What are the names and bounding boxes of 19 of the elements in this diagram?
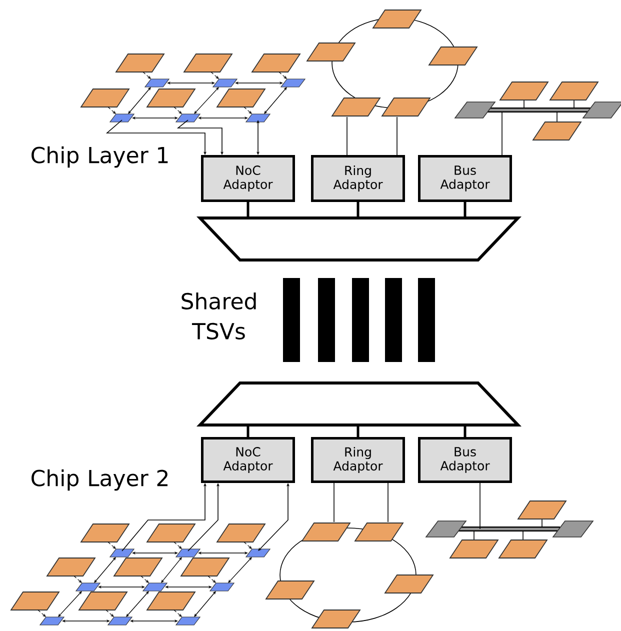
adaptor-box: Ring Adaptor: [311, 437, 405, 483]
layer-label: Shared TSVs: [182, 292, 256, 340]
connector: [396, 116, 398, 156]
adaptor-box: Bus Adaptor: [418, 155, 512, 202]
connector: [356, 425, 360, 437]
layer-label: Chip Layer 1: [32, 146, 168, 168]
adaptor-box: NoC Adaptor: [201, 155, 295, 202]
connector: [256, 120, 260, 155]
adaptor-box: NoC Adaptor: [201, 437, 295, 483]
connector: [106, 120, 207, 155]
adaptor-box: Bus Adaptor: [418, 437, 512, 483]
layer-label: Chip Layer 2: [32, 469, 168, 491]
connector: [176, 120, 224, 155]
connector: [356, 202, 360, 218]
connector: [246, 202, 250, 218]
connector: [464, 425, 466, 437]
connector: [246, 425, 250, 437]
connector: [464, 202, 466, 218]
adaptor-box: Ring Adaptor: [311, 155, 405, 202]
